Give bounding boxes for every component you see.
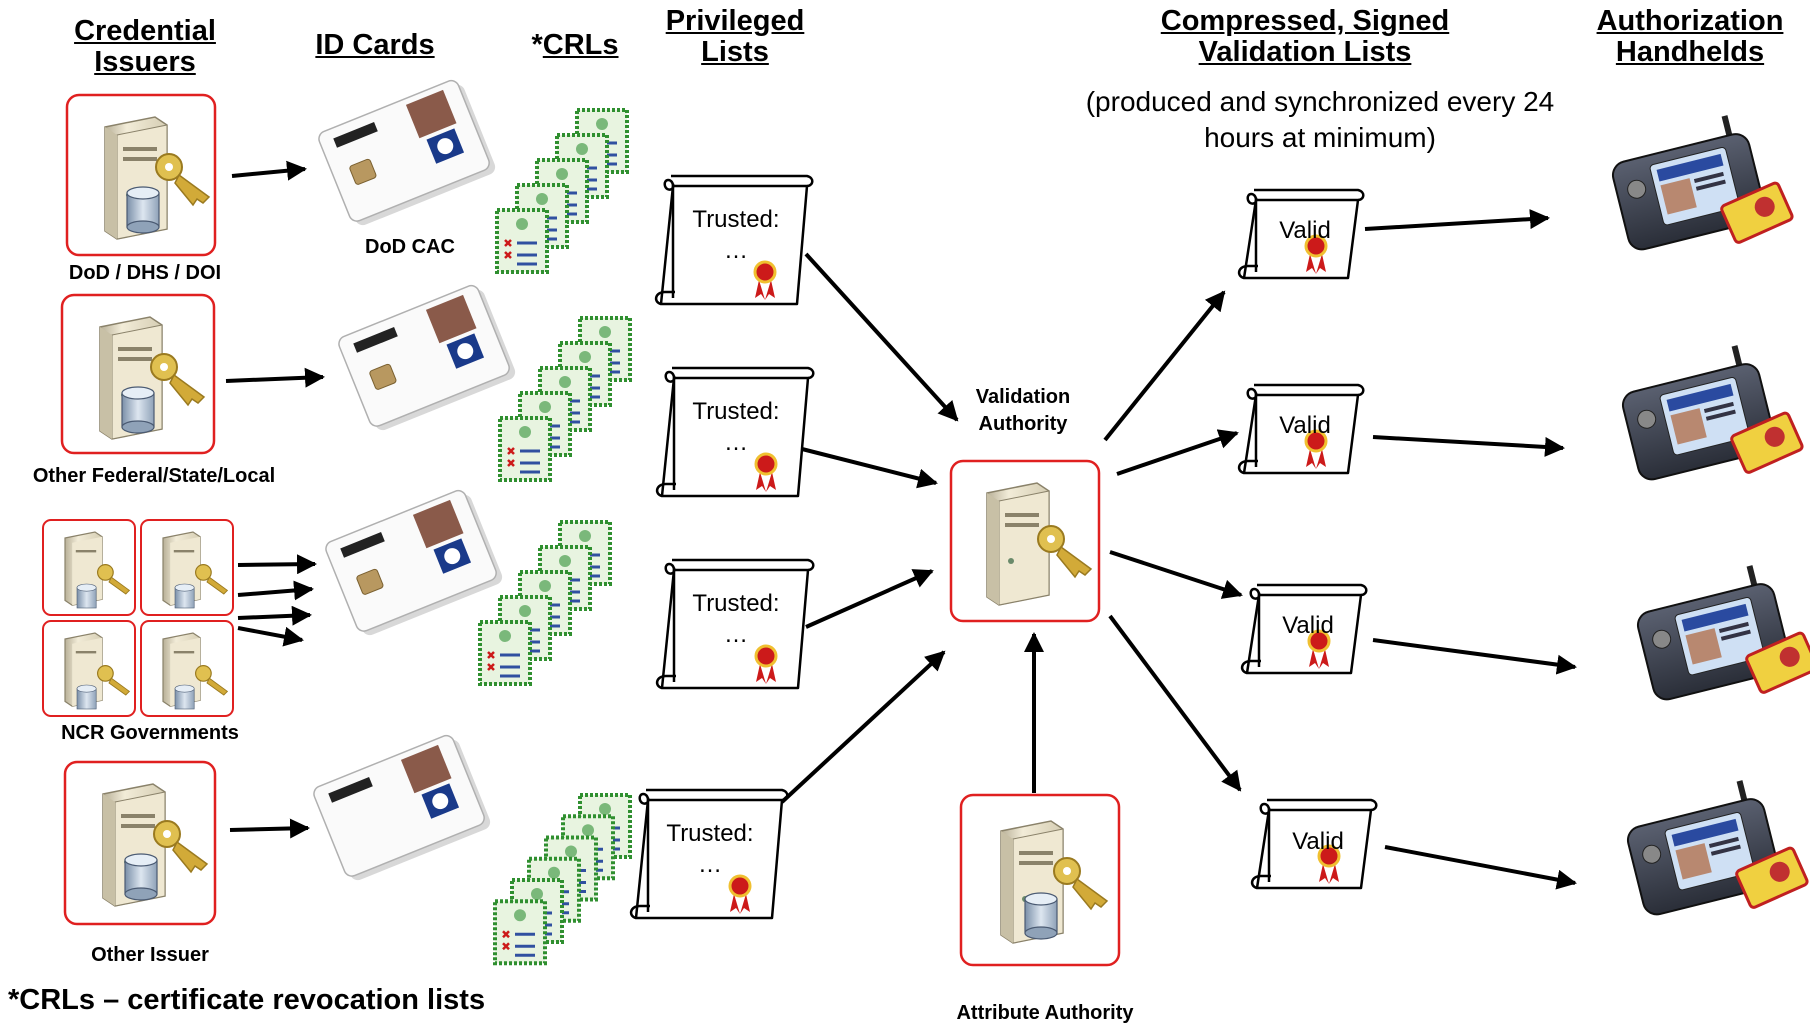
crl-stack <box>495 108 629 274</box>
header-privileged-lists: Privileged Lists <box>665 5 805 69</box>
arrow-list1-va <box>804 252 959 422</box>
database-icon <box>126 186 160 234</box>
footnote-crls: *CRLs – certificate revocation lists <box>8 984 486 1016</box>
issuer-label-dod: DoD / DHS / DOI <box>68 262 222 284</box>
scroll-icon <box>1250 798 1378 890</box>
scroll-icon <box>1240 583 1368 675</box>
scroll-icon <box>629 788 789 920</box>
arrow-va-valid2 <box>1116 429 1239 476</box>
header-crls-star: * <box>531 29 543 61</box>
card-label-dod-cac: DoD CAC <box>365 236 455 258</box>
issuer-server-ncr-3 <box>42 620 136 717</box>
id-card-icon <box>325 489 503 636</box>
arrow-valid4-handheld <box>1384 845 1577 890</box>
certificate-icon <box>478 620 532 686</box>
privileged-list-4-line2: … <box>698 851 722 879</box>
privileged-list-1-line2: … <box>724 237 748 265</box>
handheld-reader-icon <box>1621 345 1804 481</box>
issuer-server-ncr-1 <box>42 519 136 616</box>
arrow-list4-va <box>780 650 946 804</box>
header-crls: *CRLs <box>510 29 640 61</box>
arrow-valid2-handheld <box>1372 435 1565 457</box>
issuer-server-other-issuer <box>63 760 217 926</box>
id-card-icon <box>313 734 491 881</box>
arrow-valid3-handheld <box>1372 638 1577 675</box>
flow-arrows <box>225 160 1577 890</box>
arrow-va-valid4 <box>1108 614 1242 792</box>
arrow-ncr-card-4 <box>237 626 304 647</box>
privileged-list-3-text: Trusted: … <box>676 588 796 650</box>
issuer-server-other-federal <box>60 293 216 455</box>
key-icon <box>155 153 211 207</box>
scroll-icon <box>1237 383 1365 475</box>
validation-list-1-text: Valid <box>1279 217 1331 244</box>
privileged-list-1-text: Trusted: … <box>676 204 796 266</box>
arrow-issuer4-card <box>229 818 310 839</box>
privileged-list-2-line1: Trusted: <box>692 398 780 425</box>
key-icon <box>153 820 209 874</box>
validation-list-4-text: Valid <box>1292 828 1344 855</box>
database-icon <box>124 853 158 901</box>
header-credential-issuers: Credential Issuers <box>74 15 216 79</box>
privileged-list-3-line1: Trusted: <box>692 590 780 617</box>
certificate-icon <box>495 208 549 274</box>
privileged-list-2-line2: … <box>724 429 748 457</box>
crl-stack <box>478 520 612 686</box>
issuer-label-other-federal: Other Federal/State/Local <box>32 465 276 487</box>
validation-authority-label: Validation Authority <box>975 386 1071 435</box>
scroll-icon <box>654 174 814 306</box>
header-validation-lists: Compressed, Signed Validation Lists <box>1160 5 1450 69</box>
crl-stack <box>493 793 632 966</box>
arrow-list3-va <box>805 569 934 629</box>
validation-lists-note: (produced and synchronized every 24 hour… <box>1085 86 1555 154</box>
header-crls-text: CRLs <box>542 29 619 61</box>
crl-stack <box>498 316 632 482</box>
issuer-server-ncr-2 <box>140 519 234 616</box>
validation-authority-server <box>949 459 1101 623</box>
attribute-authority-label: Attribute Authority <box>956 1002 1134 1024</box>
privileged-list-3-line2: … <box>724 621 748 649</box>
certificate-icon <box>498 416 552 482</box>
arrow-issuer2-card <box>225 367 325 388</box>
key-icon <box>1053 857 1109 911</box>
attribute-authority-server <box>959 793 1121 967</box>
certificate-icon <box>493 899 547 966</box>
arrow-ncr-card-1 <box>237 554 317 575</box>
privileged-list-4-text: Trusted: … <box>650 818 770 880</box>
arrow-va-valid3 <box>1109 550 1243 599</box>
arrow-ncr-card-2 <box>237 580 314 601</box>
handheld-reader-icon <box>1636 565 1810 701</box>
database-icon <box>121 386 155 434</box>
validation-list-3-text: Valid <box>1282 612 1334 639</box>
id-card-icon <box>338 284 516 431</box>
header-id-cards: ID Cards <box>315 29 435 61</box>
privileged-list-4-line1: Trusted: <box>666 820 754 847</box>
issuer-server-dod <box>65 93 217 257</box>
key-icon <box>150 353 206 407</box>
arrow-valid1-handheld <box>1364 209 1550 231</box>
issuer-label-other-issuer: Other Issuer <box>91 944 209 966</box>
arrow-ncr-card-3 <box>237 605 312 626</box>
handheld-reader-icon <box>1611 115 1794 251</box>
arrow-issuer1-card <box>231 160 307 181</box>
validation-list-2-text: Valid <box>1279 412 1331 439</box>
key-icon <box>1037 525 1093 579</box>
issuer-label-ncr: NCR Governments <box>61 722 239 744</box>
id-card-icon <box>318 79 496 226</box>
arrow-va-valid1 <box>1103 290 1226 442</box>
scroll-icon <box>1237 188 1365 280</box>
server-icon <box>986 482 1050 606</box>
arrow-list2-va <box>801 447 938 489</box>
issuer-server-ncr-4 <box>140 620 234 717</box>
scroll-icon <box>655 558 815 690</box>
handheld-reader-icon <box>1626 780 1809 916</box>
header-authorization-handhelds: Authorization Handhelds <box>1596 5 1784 69</box>
database-icon <box>1024 892 1058 940</box>
privileged-list-2-text: Trusted: … <box>676 396 796 458</box>
privileged-list-1-line1: Trusted: <box>692 206 780 233</box>
scroll-icon <box>655 366 815 498</box>
